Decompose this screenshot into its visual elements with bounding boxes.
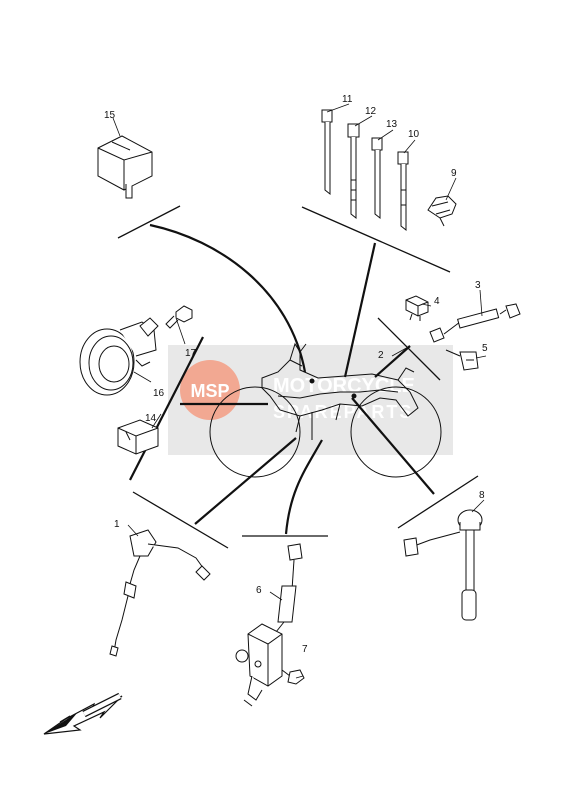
callout-5: 5	[482, 343, 488, 354]
callout-15: 15	[104, 110, 116, 121]
watermark-line1: MOTORCYCLE	[273, 375, 415, 397]
callout-9: 9	[451, 168, 457, 179]
screw-part-7	[281, 669, 305, 685]
group-brackets	[117, 205, 479, 549]
callout-numbers: 1 2 3 4 5 6 7 8 9 10 11 12 13 14 15 16 1…	[104, 94, 488, 655]
callout-12: 12	[365, 106, 377, 117]
cable-tie-11	[321, 109, 333, 196]
callout-4: 4	[434, 296, 440, 307]
callout-13: 13	[386, 119, 398, 130]
callout-2: 2	[378, 350, 384, 361]
connector-part-5	[445, 349, 479, 371]
cable-tie-10	[397, 151, 409, 232]
callout-14: 14	[145, 413, 157, 424]
watermark-logo: MSP	[190, 381, 229, 401]
leader-lines	[129, 223, 435, 535]
cable-tie-13	[371, 137, 383, 220]
callout-17: 17	[185, 348, 197, 359]
cable-ties	[321, 109, 409, 232]
callout-3: 3	[475, 280, 481, 291]
direction-arrow-icon	[43, 692, 123, 735]
switch-part-1	[109, 529, 211, 657]
relay-part-4	[405, 295, 429, 321]
cable-tie-12	[347, 123, 360, 220]
callout-1: 1	[114, 519, 120, 530]
callout-16: 16	[153, 388, 165, 399]
lead-wire-part-3	[429, 303, 521, 343]
horn-part-16	[79, 317, 159, 396]
sensor-part-6	[235, 543, 303, 707]
watermark-line2: SPAREPARTS	[273, 402, 413, 422]
callout-leaders	[112, 103, 487, 679]
callout-10: 10	[408, 129, 420, 140]
callout-11: 11	[342, 94, 353, 105]
flasher-relay-part-14	[117, 419, 159, 455]
clamp-part-9	[427, 195, 457, 227]
relay-part-15	[97, 135, 153, 199]
callout-8: 8	[479, 490, 485, 501]
sensor-part-8	[403, 509, 483, 621]
callout-6: 6	[256, 585, 262, 596]
bolt-part-17	[165, 305, 193, 329]
callout-7: 7	[302, 644, 308, 655]
